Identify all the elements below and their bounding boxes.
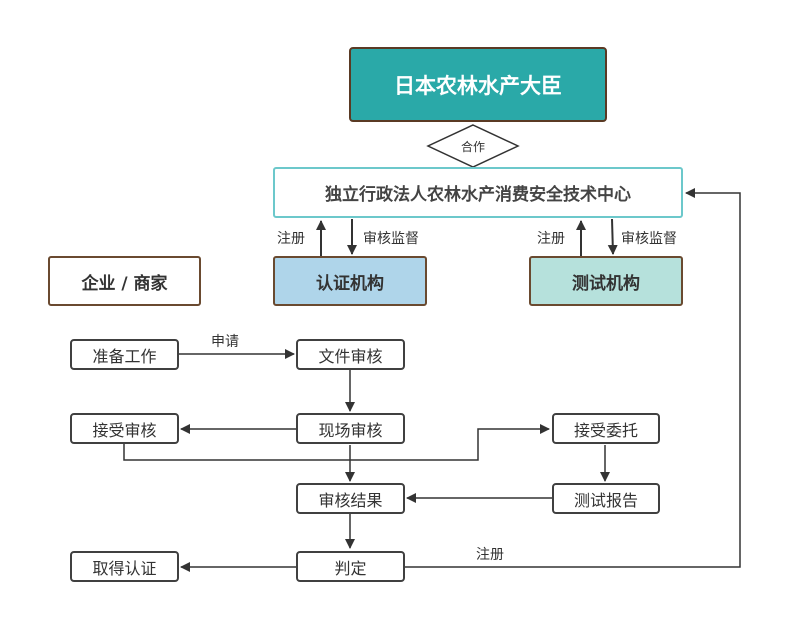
cert-body-label: 认证机构 xyxy=(316,273,384,294)
prepare-box: 准备工作 xyxy=(70,339,179,370)
obtain-cert-label: 取得认证 xyxy=(92,558,157,578)
cert-body-box: 认证机构 xyxy=(273,256,427,306)
onsite-review-label: 现场审核 xyxy=(318,420,383,440)
accept-commission-label: 接受委托 xyxy=(573,420,638,440)
company-box: 企业 / 商家 xyxy=(48,256,201,306)
judgment-box: 判定 xyxy=(296,551,405,582)
cooperation-text: 合作 xyxy=(460,139,485,154)
arrow-test-supervise xyxy=(607,218,618,255)
edge-label-supervise-left: 审核监督 xyxy=(363,231,419,247)
test-report-box: 测试报告 xyxy=(552,483,660,514)
edge-label-supervise-right: 审核监督 xyxy=(621,231,677,247)
accept-review-label: 接受审核 xyxy=(92,420,157,440)
center-box: 独立行政法人农林水产消费安全技术中心 xyxy=(273,167,683,218)
doc-review-box: 文件审核 xyxy=(296,339,405,370)
ministry-label: 日本农林水产大臣 xyxy=(394,73,562,98)
test-report-label: 测试报告 xyxy=(573,490,638,510)
test-body-box: 测试机构 xyxy=(529,256,683,306)
obtain-cert-box: 取得认证 xyxy=(70,551,179,582)
review-result-label: 审核结果 xyxy=(318,490,383,510)
ministry-box: 日本农林水产大臣 xyxy=(349,47,607,122)
company-label: 企业 / 商家 xyxy=(81,273,168,294)
center-label: 独立行政法人农林水产消费安全技术中心 xyxy=(325,185,631,205)
edge-label-apply: 申请 xyxy=(211,334,239,350)
test-body-label: 测试机构 xyxy=(572,273,640,294)
judgment-label: 判定 xyxy=(334,558,367,578)
line-accept-review-path xyxy=(123,424,550,461)
accept-commission-box: 接受委托 xyxy=(552,413,660,444)
edge-label-register-left: 注册 xyxy=(277,231,305,247)
edge-label-register-bottom: 注册 xyxy=(476,547,504,563)
onsite-review-box: 现场审核 xyxy=(296,413,405,444)
accept-review-box: 接受审核 xyxy=(70,413,179,444)
edge-label-register-right: 注册 xyxy=(537,231,565,247)
arrow-judgment-to-center xyxy=(404,188,741,568)
prepare-label: 准备工作 xyxy=(92,346,157,366)
doc-review-label: 文件审核 xyxy=(318,346,383,366)
cooperation-label: 合作 xyxy=(448,136,498,156)
review-result-box: 审核结果 xyxy=(296,483,405,514)
